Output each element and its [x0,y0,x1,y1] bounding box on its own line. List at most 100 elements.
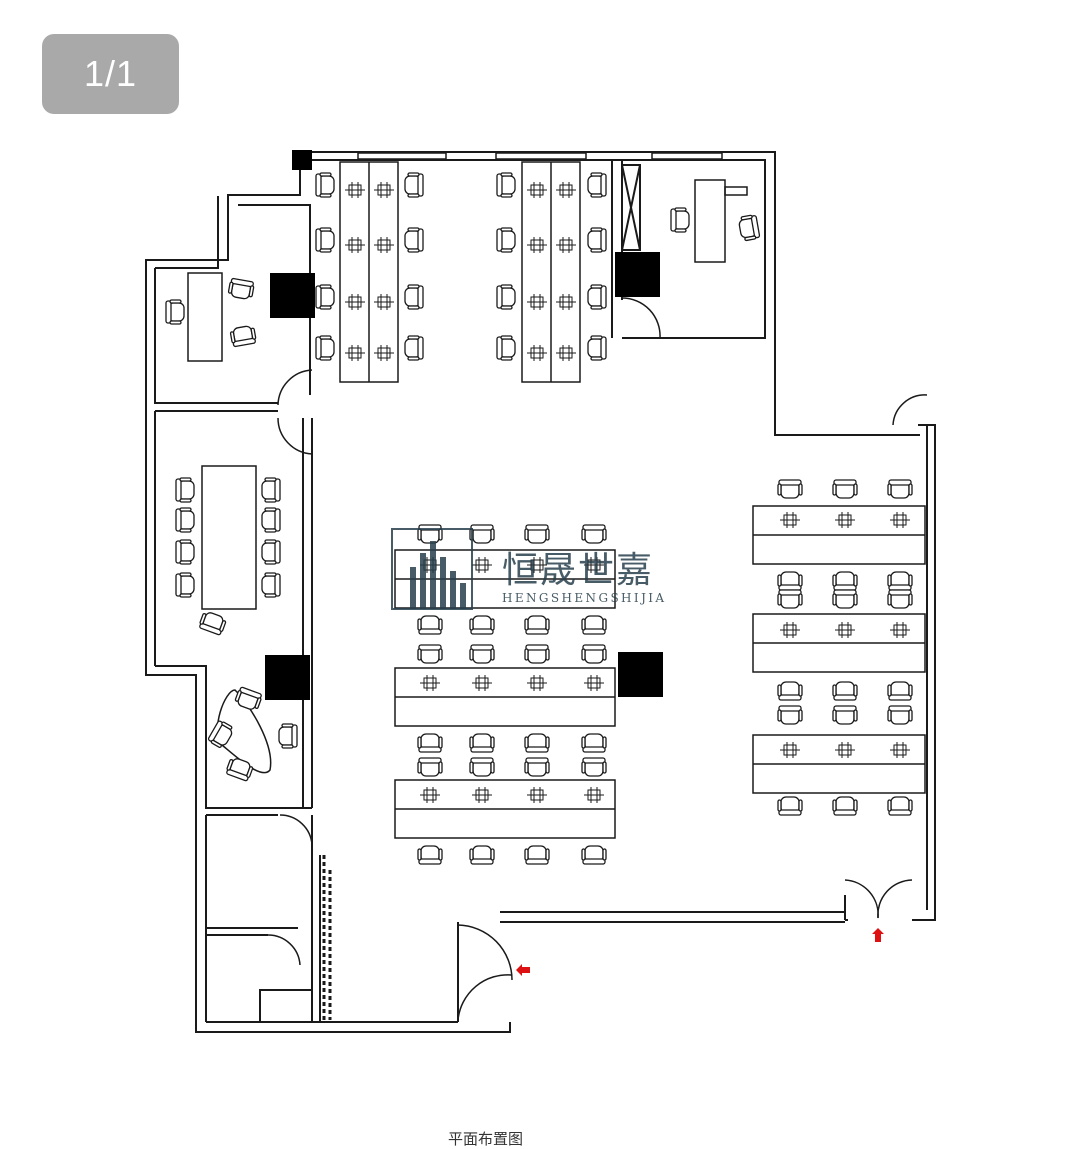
workstation-detail [556,182,576,198]
workstation-detail [472,675,492,691]
door-swing-icon [267,934,301,966]
chair-icon [524,615,550,635]
chair-icon [315,227,335,253]
chair-icon [199,612,227,636]
workstation-detail [472,557,492,573]
chair-icon [581,757,607,777]
chair-icon [581,733,607,753]
chair-icon [587,172,607,198]
tables [187,161,926,839]
chair-icon [315,172,335,198]
door-swing-icon [892,394,928,426]
chair-icon [581,644,607,664]
chairs [165,172,913,865]
chair-icon [832,479,858,499]
chair-icon [417,733,443,753]
chair-icon [469,615,495,635]
door-swing-icon [457,924,513,981]
chair-icon [587,227,607,253]
workstation-detail [890,622,910,638]
column-icon [270,273,315,318]
walls [145,151,936,1033]
chair-icon [738,214,761,242]
chair-icon [469,733,495,753]
chair-icon [887,796,913,816]
chair-icon [261,507,281,533]
chair-icon [261,477,281,503]
chair-icon [417,644,443,664]
workstation-detail [835,742,855,758]
chair-icon [234,686,262,710]
workstation-detail [584,557,604,573]
chair-icon [417,524,443,544]
workstation-detail [527,557,547,573]
workstation-detail [890,742,910,758]
workstation-detail [780,622,800,638]
chair-icon [315,335,335,361]
chair-icon [587,284,607,310]
chair-icon [832,705,858,725]
chair-icon [524,644,550,664]
workstation-detail [835,512,855,528]
windows [322,152,723,1020]
chair-icon [469,845,495,865]
workstation-detail [527,294,547,310]
workstation-detail [345,182,365,198]
door-swing-icon [457,974,513,1021]
workstation-detail [527,182,547,198]
workstation-detail [527,237,547,253]
chair-icon [524,757,550,777]
workstation-detail [556,345,576,361]
chair-icon [175,539,195,565]
chair-icon [496,284,516,310]
door-swing-icon [277,417,313,455]
door-swing-icon [844,879,879,919]
chair-icon [404,284,424,310]
chair-icon [832,589,858,609]
chair-icon [404,172,424,198]
door-swing-icon [279,814,313,846]
chair-icon [261,539,281,565]
chair-icon [777,681,803,701]
chair-icon [226,758,254,782]
chair-icon [207,720,233,748]
workstation-detail [780,742,800,758]
chair-icon [524,845,550,865]
chair-icon [417,757,443,777]
chair-icon [469,644,495,664]
workstation-detail [374,294,394,310]
chair-icon [887,681,913,701]
workstation-detail [584,787,604,803]
page-counter[interactable]: 1/1 [42,34,179,114]
workstation-detail [527,675,547,691]
chair-icon [887,479,913,499]
chair-icon [496,227,516,253]
workstation-detail [556,294,576,310]
columns [265,150,663,700]
workstation-detail [374,182,394,198]
chair-icon [777,571,803,591]
chair-icon [175,507,195,533]
chair-icon [832,681,858,701]
workstation-detail [584,675,604,691]
workstation-detail [345,237,365,253]
chair-icon [417,615,443,635]
workstation-detail [527,345,547,361]
chair-icon [777,705,803,725]
workstation-detail [556,237,576,253]
column-icon [618,652,663,697]
column-icon [615,252,660,297]
chair-icon [227,277,255,300]
chair-icon [175,477,195,503]
chair-icon [315,284,335,310]
chair-icon [496,335,516,361]
workstation-detail [420,787,440,803]
chair-icon [777,589,803,609]
column-icon [265,655,310,700]
chair-icon [581,524,607,544]
exit-arrow-icon [872,928,884,942]
chair-icon [832,571,858,591]
workstation-detail [374,345,394,361]
chair-icon [887,571,913,591]
workstation-detail [345,294,365,310]
